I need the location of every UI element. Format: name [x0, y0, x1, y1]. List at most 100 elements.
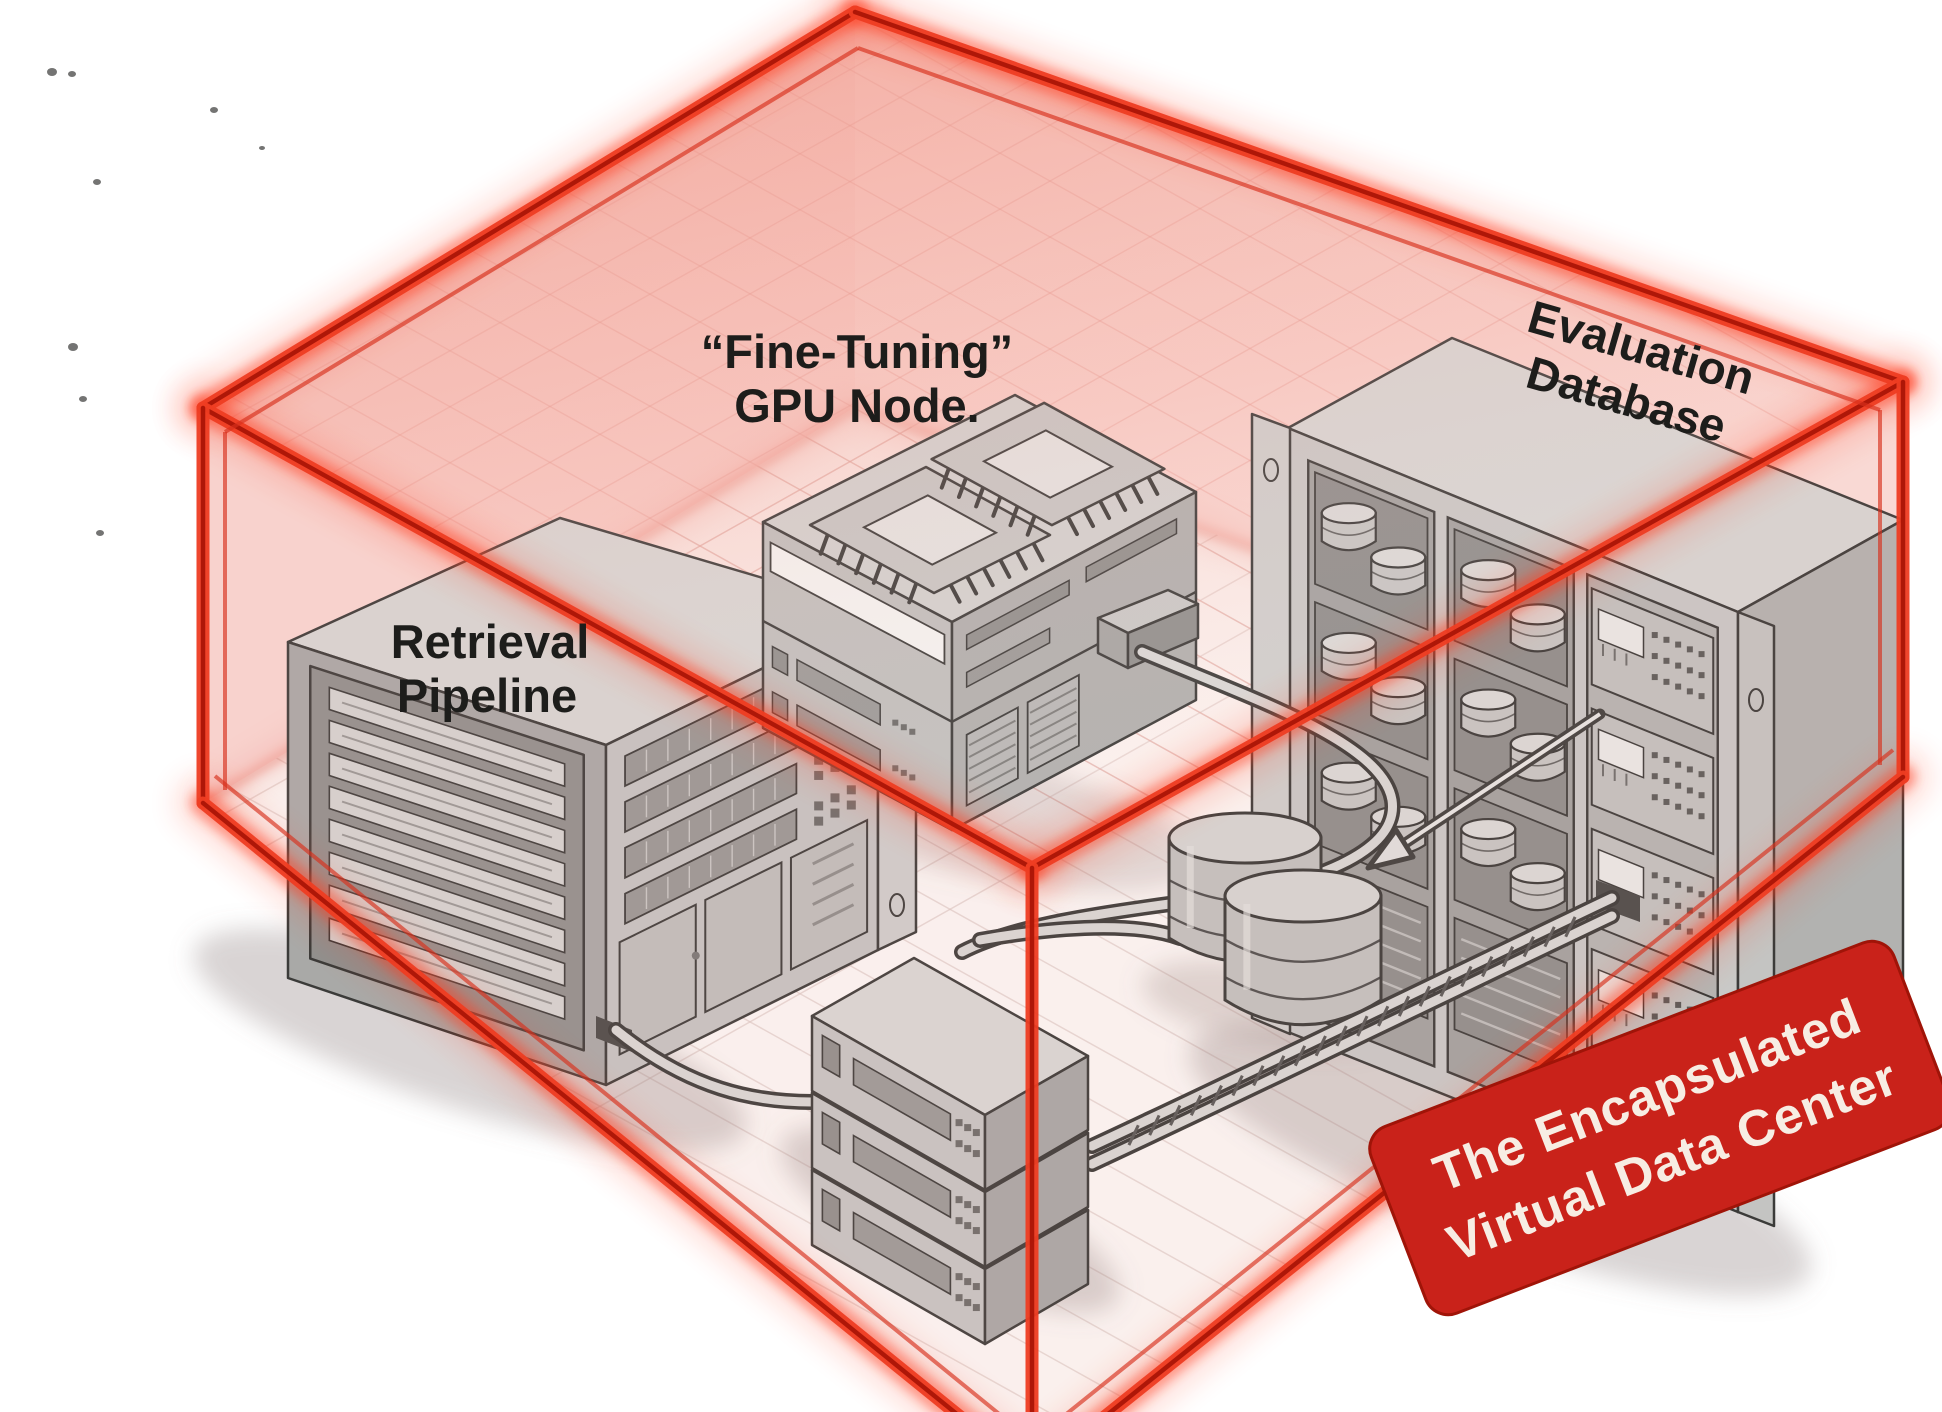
- indicator-dot: [972, 1206, 980, 1214]
- drive-bay-detail: [341, 833, 553, 905]
- eval-cable-core: [1087, 893, 1617, 1151]
- data-flow-arrow: [1365, 708, 1606, 871]
- cable-tick: [1293, 1045, 1307, 1067]
- edge-core: [852, 9, 1906, 385]
- indicator-dot: [1686, 787, 1693, 794]
- retrieval-cable-core: [611, 1025, 817, 1107]
- disk-top: [1460, 817, 1517, 841]
- indicator-dot: [972, 1304, 980, 1312]
- indicator-dot: [1663, 636, 1670, 643]
- door-panel: [704, 860, 783, 1014]
- arrow-head: [1365, 827, 1416, 871]
- disk-groove: [1510, 757, 1566, 767]
- cable-tick: [1356, 1015, 1369, 1037]
- door-vent-slit: [812, 903, 855, 927]
- front-slot: [852, 1057, 952, 1142]
- cable-tick: [1314, 1035, 1327, 1057]
- edge-inner-line: [213, 774, 1000, 1412]
- door-vent-slit: [812, 842, 855, 866]
- indicator-dot: [1651, 632, 1658, 639]
- indicator-dot: [1651, 1013, 1658, 1020]
- disk-groove: [1510, 627, 1566, 638]
- indicator-dot: [964, 1278, 972, 1286]
- cable-tick: [1481, 955, 1494, 978]
- cable-tick: [1377, 1005, 1390, 1027]
- drive-bay-detail: [341, 701, 553, 772]
- indicator-dot: [1651, 752, 1658, 759]
- indicator-dot: [1698, 792, 1705, 799]
- retrieval-label-line2: Pipeline: [397, 669, 577, 722]
- indicator-dot: [1651, 674, 1658, 681]
- cable-tick: [1273, 1055, 1286, 1077]
- drive-bay-detail: [341, 767, 553, 839]
- indicator-dot: [1686, 667, 1693, 674]
- indicator-dot: [814, 801, 824, 811]
- disk-groove: [1321, 785, 1377, 796]
- indicator-dot: [1651, 893, 1658, 900]
- cable-tick: [1564, 916, 1577, 938]
- network-cables: [608, 644, 1620, 1172]
- indicator-dot: [972, 1283, 980, 1291]
- disk-groove: [1460, 842, 1516, 852]
- arrow-shaft-core: [1402, 712, 1602, 846]
- indicator-dot: [1651, 773, 1658, 780]
- cable-tick: [1210, 1084, 1223, 1107]
- indicator-dot: [955, 1119, 963, 1127]
- indicator-dot: [1651, 653, 1658, 660]
- cable-tick: [1169, 1104, 1182, 1126]
- indicator-dot: [964, 1145, 972, 1153]
- grid-line: [0, 0, 1942, 6]
- module-display: [1597, 728, 1645, 779]
- indicator-dot: [955, 1294, 963, 1302]
- door-vent-slit: [812, 862, 855, 886]
- door-panel: [618, 903, 697, 1057]
- dust-speck: [210, 107, 218, 113]
- indicator-dot: [1698, 891, 1705, 898]
- indicator-dot: [1663, 798, 1670, 805]
- disk-groove: [1510, 886, 1566, 896]
- cable-tick: [1252, 1065, 1265, 1087]
- dust-speck: [68, 71, 76, 77]
- eval-cable-core: [1087, 911, 1617, 1169]
- indicator-dot: [972, 1150, 980, 1158]
- indicator-dot: [830, 793, 840, 803]
- indicator-dot: [1675, 803, 1682, 810]
- indicator-dot: [1663, 777, 1670, 784]
- indicator-dot: [1686, 808, 1693, 815]
- disk-top: [1509, 862, 1566, 885]
- indicator-dot: [1686, 688, 1693, 695]
- indicator-dot: [964, 1299, 972, 1307]
- indicator-dot: [1651, 794, 1658, 801]
- cable-tick: [1189, 1094, 1203, 1116]
- cable-tick: [1148, 1114, 1161, 1136]
- indicator-dot: [955, 1273, 963, 1281]
- glass-near-walls: [203, 382, 1903, 1412]
- indicator-dot: [1698, 651, 1705, 658]
- indicator-dot: [955, 1217, 963, 1225]
- door-vent-slit: [812, 883, 855, 906]
- cable-tick: [1439, 975, 1452, 997]
- indicator-dot: [964, 1222, 972, 1230]
- module-display: [1597, 848, 1645, 899]
- banner-plate: [1368, 939, 1942, 1317]
- cable-tick: [1543, 926, 1556, 948]
- indicator-dot: [1675, 1001, 1682, 1008]
- front-slot: [852, 1134, 952, 1219]
- dust-speck: [93, 179, 101, 185]
- indicator-dot: [1675, 902, 1682, 909]
- indicator-dot: [972, 1227, 980, 1235]
- indicator-dot: [1663, 657, 1670, 664]
- edge-inner-line: [223, 46, 860, 434]
- indicator-dot: [814, 816, 824, 826]
- cylinder-top: [1223, 868, 1383, 924]
- database-cylinders: [1167, 811, 1383, 1027]
- cable-tick: [1127, 1124, 1140, 1146]
- edge-core: [1029, 379, 1906, 871]
- door-latch: [691, 951, 700, 960]
- disk-top: [1460, 688, 1517, 711]
- grid-line: [0, 0, 1942, 6]
- indicator-dot: [1663, 919, 1670, 926]
- drive-bay-detail: [341, 800, 553, 872]
- indicator-dot: [1698, 672, 1705, 679]
- dust-speck: [96, 530, 104, 536]
